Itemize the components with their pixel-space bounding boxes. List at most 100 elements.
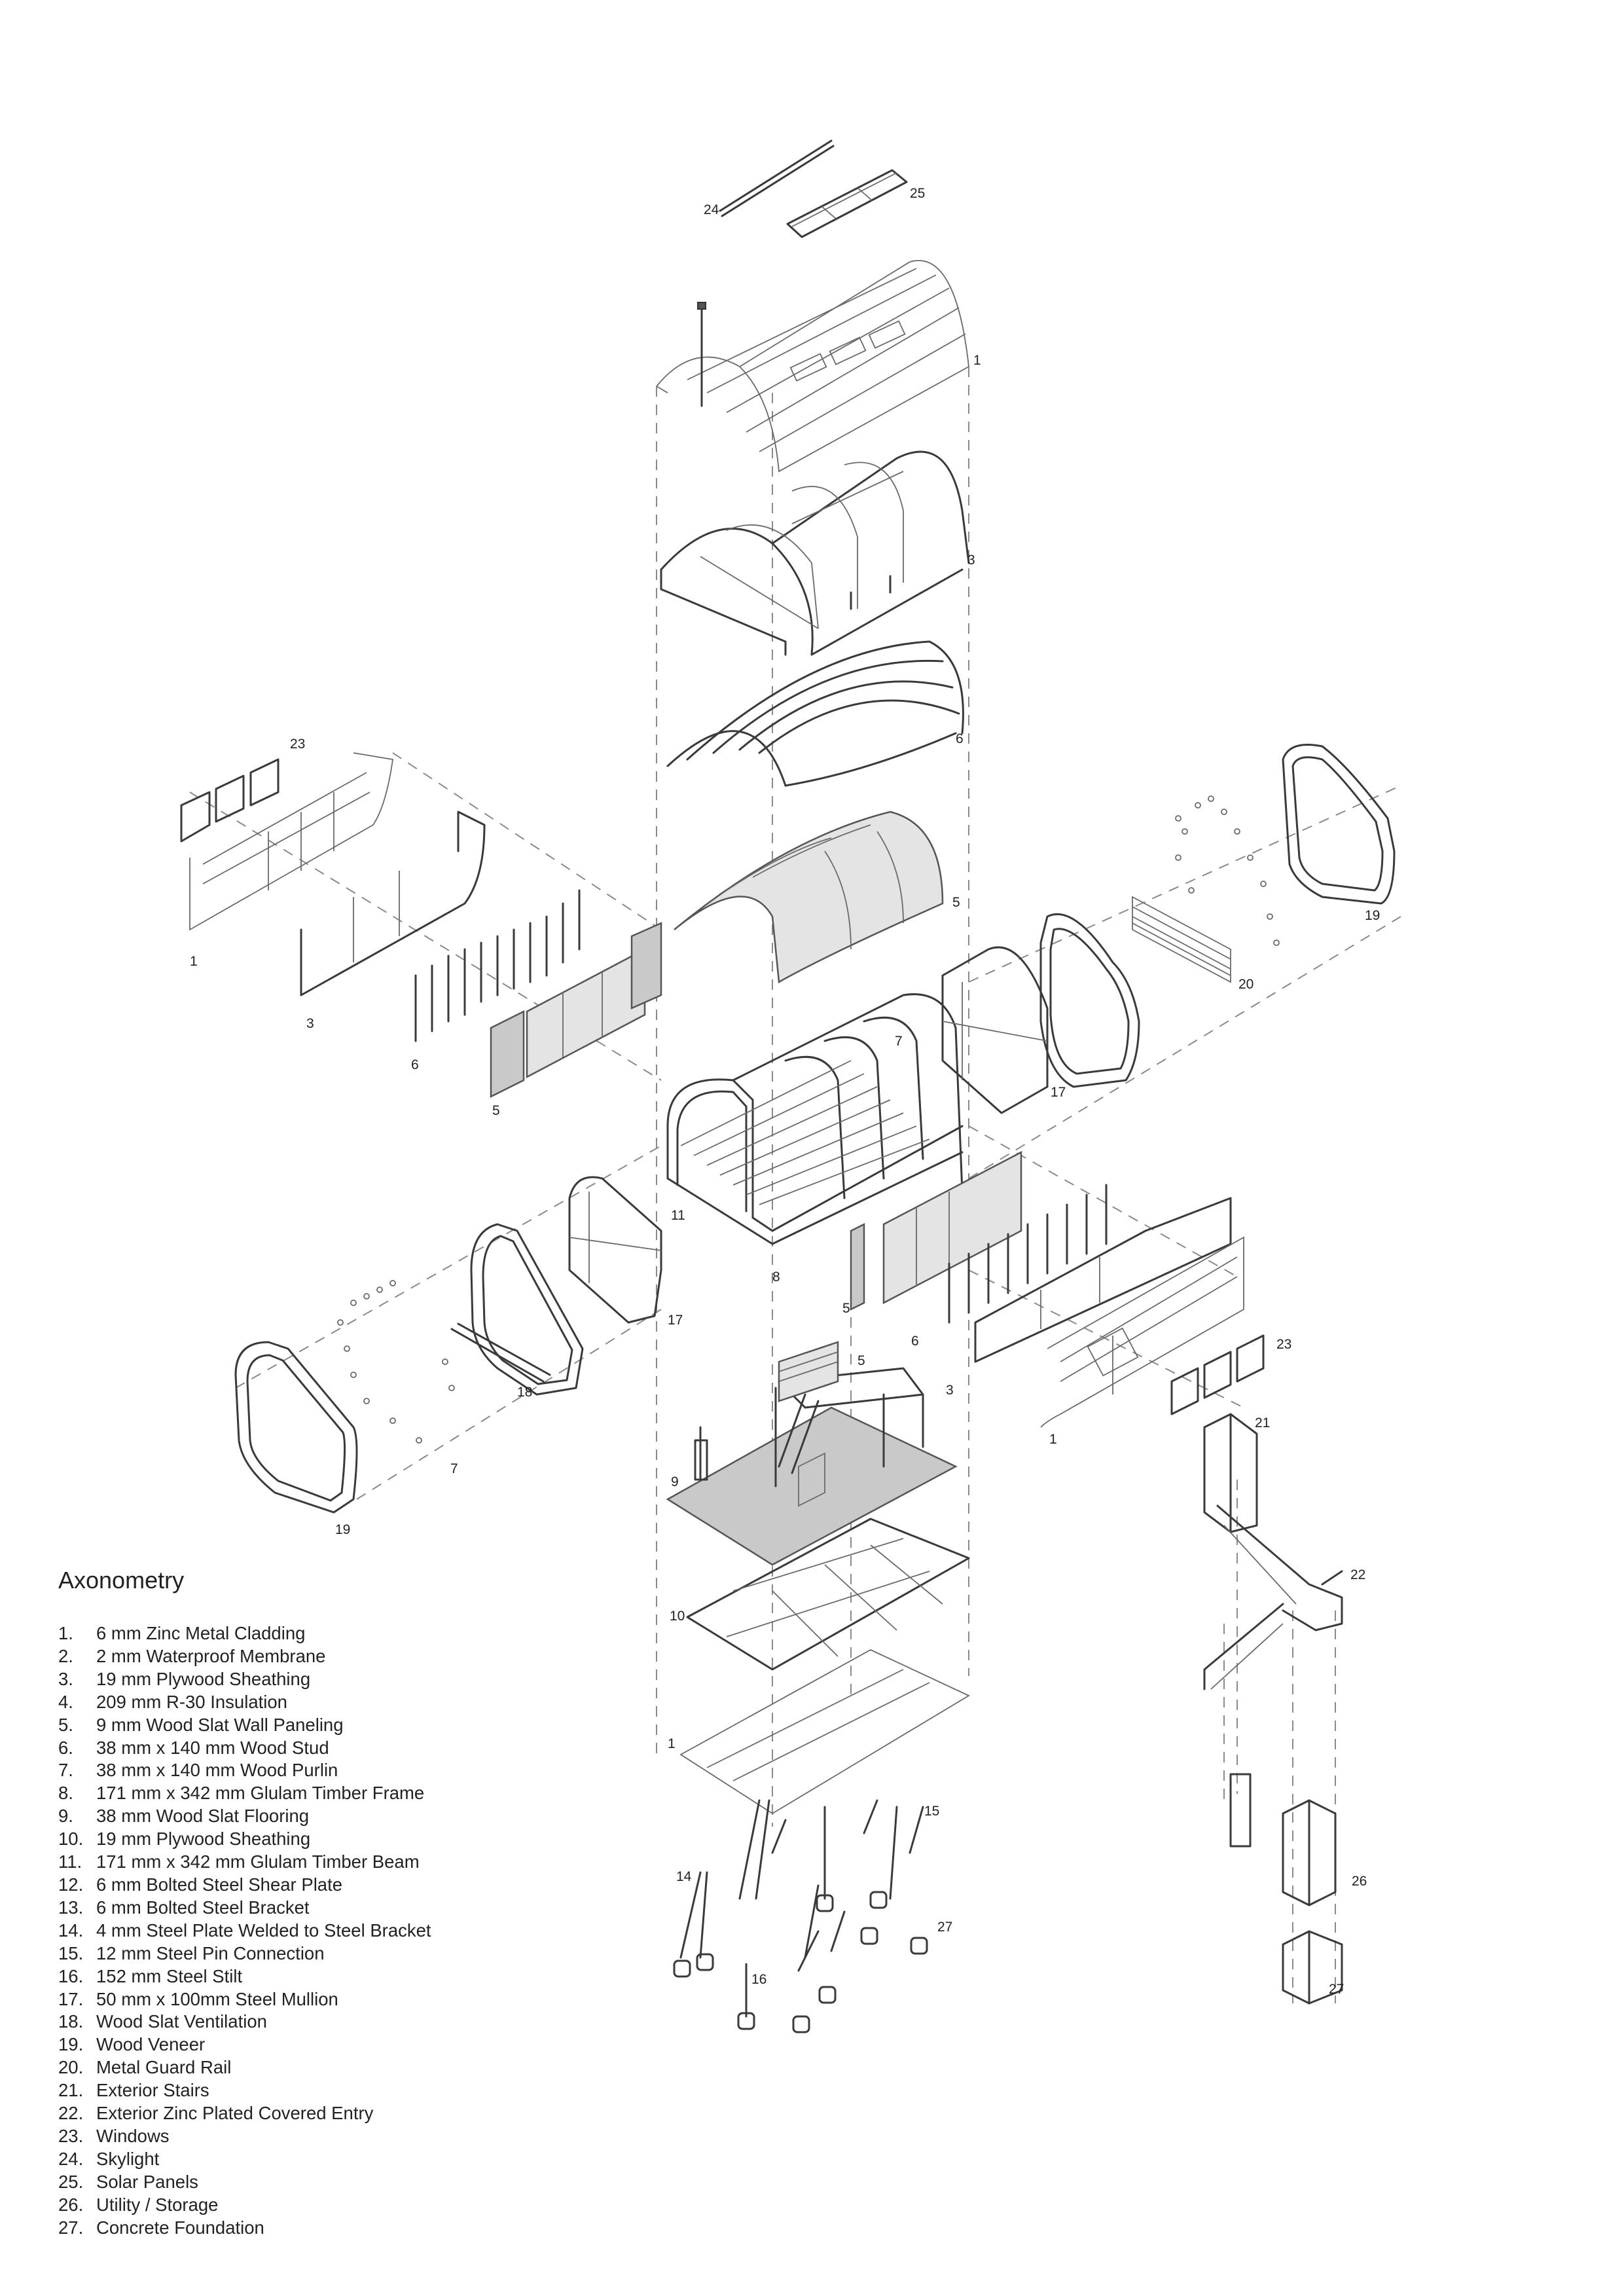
legend-item: 18.Wood Slat Ventilation <box>58 2011 431 2033</box>
legend-item: 22.Exterior Zinc Plated Covered Entry <box>58 2102 431 2125</box>
legend-item: 16. 152 mm Steel Stilt <box>58 1965 431 1988</box>
legend-item-number: 6. <box>58 1737 73 1758</box>
callout-26: 26 <box>1352 1874 1367 1889</box>
right-wall-slats <box>850 1150 1022 1311</box>
right-wall-cladding <box>1040 1236 1244 1428</box>
legend-item-number: 16. <box>58 1965 84 1986</box>
legend-item-number: 25. <box>58 2171 84 2192</box>
legend-item: 17.50 mm x 100mm Steel Mullion <box>58 1988 431 2011</box>
legend-item: 7.38 mm x 140 mm Wood Purlin <box>58 1759 431 1782</box>
legend-item-label: 9 mm Wood Slat Wall Paneling <box>96 1714 344 1735</box>
end-frame-left-17b <box>470 1223 584 1396</box>
legend-item-number: 21. <box>58 2080 84 2101</box>
callout-3-left: 3 <box>306 1016 314 1031</box>
legend-item-label: 209 mm R-30 Insulation <box>96 1691 287 1712</box>
callout-3-roof: 3 <box>967 553 975 568</box>
callout-5-left: 5 <box>492 1103 500 1118</box>
callout-16: 16 <box>751 1972 767 1987</box>
legend-item: 14. 4 mm Steel Plate Welded to Steel Brac… <box>58 1920 431 1942</box>
callout-3-right: 3 <box>946 1383 954 1398</box>
legend-item: 8. 171 mm x 342 mm Glulam Timber Frame <box>58 1782 431 1805</box>
legend-title: Axonometry <box>58 1567 185 1594</box>
legend-item-label: Windows <box>96 2125 170 2146</box>
legend-item: 12. 6 mm Bolted Steel Shear Plate <box>58 1874 431 1897</box>
floor-plywood <box>686 1518 970 1671</box>
callout-7-center: 7 <box>895 1034 903 1049</box>
callouts: 24 25 1 3 6 5 23 1 3 6 5 19 20 7 17 11 8… <box>190 186 1380 1997</box>
callout-11: 11 <box>671 1208 685 1223</box>
mullion-frame-left <box>568 1176 662 1324</box>
legend-item-number: 18. <box>58 2011 84 2032</box>
legend-item-number: 13. <box>58 1897 84 1918</box>
legend-item-number: 14. <box>58 1920 84 1941</box>
legend-item-number: 19. <box>58 2034 84 2055</box>
callout-15: 15 <box>924 1804 939 1819</box>
covered-entry <box>1203 1413 1258 1533</box>
wood-slat-floor <box>666 1341 958 1566</box>
callout-5-floor: 5 <box>857 1353 865 1368</box>
floor-cladding <box>679 1649 970 1815</box>
legend-item-label: Solar Panels <box>96 2171 198 2192</box>
callout-1-roof: 1 <box>973 353 981 368</box>
legend-item: 13. 6 mm Bolted Steel Bracket <box>58 1897 431 1920</box>
callout-6-right: 6 <box>911 1334 919 1349</box>
legend-item: 6. 38 mm x 140 mm Wood Stud <box>58 1737 431 1760</box>
legend-item: 27. Concrete Foundation <box>58 2217 431 2240</box>
legend-item-number: 20. <box>58 2057 84 2078</box>
legend-item: 24.Skylight <box>58 2148 431 2171</box>
purlin-dots-left <box>337 1280 455 1444</box>
legend-item: 20. Metal Guard Rail <box>58 2056 431 2079</box>
legend-item-label: 171 mm x 342 mm Glulam Timber Beam <box>96 1851 420 1872</box>
steel-stilts <box>679 1799 924 2018</box>
end-frame-right-17a <box>1039 913 1140 1088</box>
callout-8: 8 <box>772 1269 780 1285</box>
legend-item-label: 152 mm Steel Stilt <box>96 1965 243 1986</box>
legend-item-label: 4 mm Steel Plate Welded to Steel Bracket <box>96 1920 431 1941</box>
legend-item-label: 6 mm Bolted Steel Shear Plate <box>96 1874 343 1895</box>
legend-item-number: 26. <box>58 2194 84 2215</box>
legend-item-number: 8. <box>58 1783 73 1804</box>
callout-14: 14 <box>676 1869 692 1884</box>
legend-item-number: 2. <box>58 1645 73 1666</box>
callout-6-roof: 6 <box>956 731 964 746</box>
roof-sheathing <box>660 450 970 656</box>
glulam-frame <box>666 993 964 1245</box>
legend-item: 15.12 mm Steel Pin Connection <box>58 1942 431 1965</box>
callout-10: 10 <box>670 1609 685 1624</box>
purlin-dots-right <box>1175 795 1280 946</box>
callout-23-left: 23 <box>290 737 305 752</box>
callout-27: 27 <box>1329 1982 1344 1997</box>
legend-item: 19.Wood Veneer <box>58 2033 431 2056</box>
callout-5-roof: 5 <box>952 895 960 910</box>
legend-item-label: 6 mm Bolted Steel Bracket <box>96 1897 310 1918</box>
callout-27-stilts: 27 <box>937 1920 952 1935</box>
callout-5-right: 5 <box>842 1301 850 1316</box>
callout-24: 24 <box>704 202 719 217</box>
legend-item-number: 7. <box>58 1760 73 1781</box>
legend-item-label: 19 mm Plywood Sheathing <box>96 1668 311 1689</box>
callout-19-right: 19 <box>1365 908 1380 923</box>
legend-item-label: 2 mm Waterproof Membrane <box>96 1645 326 1666</box>
callout-23-right: 23 <box>1276 1337 1291 1352</box>
callout-22: 22 <box>1350 1567 1365 1582</box>
right-wall-sheathing <box>974 1197 1232 1363</box>
roof-slat-paneling <box>674 811 944 984</box>
legend-item-label: 171 mm x 342 mm Glulam Timber Frame <box>96 1783 425 1804</box>
legend-item-label: 38 mm x 140 mm Wood Stud <box>96 1737 329 1758</box>
legend-item-label: Concrete Foundation <box>96 2217 264 2238</box>
windows-left <box>180 758 280 843</box>
legend-item-number: 27. <box>58 2217 84 2238</box>
left-wall-studs <box>414 889 581 1042</box>
legend-item-number: 23. <box>58 2125 84 2146</box>
legend-item-number: 12. <box>58 1874 84 1895</box>
right-wall-studs <box>948 1184 1108 1324</box>
legend-item-number: 4. <box>58 1691 73 1712</box>
legend-item-label: Utility / Storage <box>96 2194 219 2215</box>
legend-item-number: 24. <box>58 2148 84 2169</box>
callout-25: 25 <box>910 186 925 201</box>
legend-item-label: Metal Guard Rail <box>96 2057 232 2078</box>
callout-17-right: 17 <box>1051 1085 1066 1100</box>
legend-item: 3.19 mm Plywood Sheathing <box>58 1668 431 1691</box>
left-wall-slats <box>490 922 662 1099</box>
